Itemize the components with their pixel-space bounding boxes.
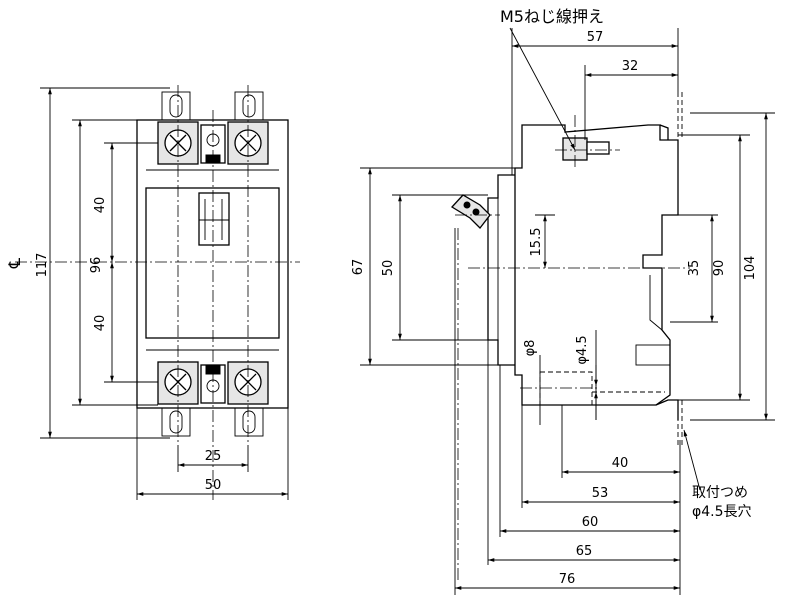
dim-height-50: 50 [381,260,396,277]
front-view: 117 ℄ 96 40 40 25 50 [5,85,300,500]
toggle-handle [198,192,230,246]
top-terminal-tab-left [161,91,191,121]
dim-mount-height: 96 [89,257,104,274]
dim-terminal-pitch: 25 [205,449,222,464]
dim-depth-65: 65 [576,544,593,559]
dim-depth-57: 57 [587,30,604,45]
note-screw: M5ねじ線押え [500,7,604,26]
dim-width: 50 [205,478,222,493]
rail-slot [635,344,671,366]
mount-claw-bottom [655,399,679,420]
dim-depth-60: 60 [582,515,599,530]
centerline-symbol: ℄ [5,257,24,269]
dim-depth-76: 76 [559,572,576,587]
front-handle-panel [145,187,280,339]
dim-dia-8: φ8 [523,340,538,357]
mount-claw-top [659,124,669,140]
note-mount-line2: φ4.5長穴 [692,504,752,520]
side-body-outline [514,124,679,406]
dim-depth-32: 32 [622,59,639,74]
top-terminal-tab-right [234,91,264,121]
dim-lower-half: 40 [93,315,108,332]
bottom-terminal-tab-left [161,407,191,437]
wire-entry [539,371,593,406]
note-mount-line1: 取付つめ [692,485,748,501]
dim-height-90: 90 [712,260,727,277]
front-face [487,174,515,366]
dim-total-height: 117 [35,253,50,278]
dim-offset-15-5: 15.5 [529,228,544,257]
dim-upper-half: 40 [93,197,108,214]
bottom-terminal-tab-right [234,407,264,437]
screw-leader [509,27,576,151]
dim-depth-53: 53 [592,486,609,501]
dim-height-104: 104 [743,256,758,281]
dim-depth-40: 40 [612,456,629,471]
dim-dia-4-5: φ4.5 [575,335,590,364]
mount-leader [683,429,701,491]
dim-height-35: 35 [687,260,702,277]
front-body-outline [136,119,289,409]
dim-height-67: 67 [351,259,366,276]
handle-knob [450,194,491,229]
side-view: M5ねじ線押え 57 32 67 50 15.5 35 90 [351,7,775,595]
